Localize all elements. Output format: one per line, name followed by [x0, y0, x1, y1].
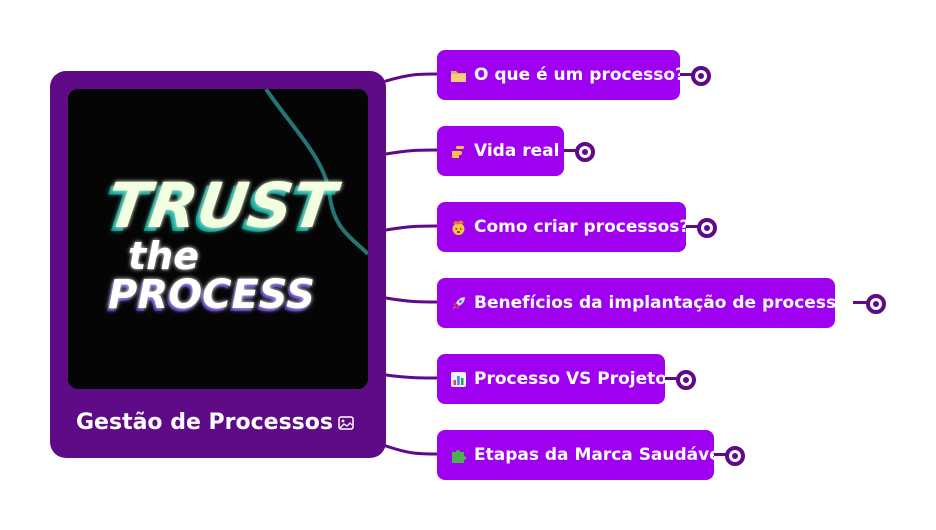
- collapse-toggle-1[interactable]: [691, 66, 711, 86]
- branch-real-life[interactable]: Vida real: [437, 126, 564, 176]
- bar-chart-icon: [451, 371, 466, 387]
- branch-label: Como criar processos?: [474, 217, 690, 237]
- image-icon[interactable]: [338, 416, 354, 430]
- image-text-the: the: [128, 234, 199, 278]
- rocket-icon: [452, 296, 465, 310]
- branch-label: Vida real: [474, 141, 560, 161]
- collapse-toggle-3[interactable]: [697, 218, 717, 238]
- image-text-trust: TRUST: [103, 169, 345, 242]
- branch-healthy-brand-steps[interactable]: Etapas da Marca Saudável: [437, 430, 727, 480]
- branch-stub: [686, 225, 698, 228]
- collapse-toggle-2[interactable]: [575, 142, 595, 162]
- connector-4: [384, 296, 440, 304]
- branch-stub: [665, 377, 677, 380]
- hand-icon: [452, 145, 464, 158]
- connector-6: [384, 444, 440, 456]
- branch-what-is-process[interactable]: O que é um processo?: [437, 50, 685, 100]
- branch-label: O que é um processo?: [474, 65, 685, 85]
- collapse-toggle-5[interactable]: [676, 370, 696, 390]
- mind-blown-icon: [452, 219, 465, 235]
- connector-2: [384, 148, 440, 156]
- branch-how-to-create[interactable]: Como criar processos?: [437, 202, 690, 252]
- connector-5: [384, 373, 440, 380]
- branch-process-vs-project[interactable]: Processo VS Projeto: [437, 354, 667, 404]
- root-topic-title: Gestão de Processos: [76, 410, 333, 435]
- image-text-process: PROCESS: [108, 272, 315, 318]
- svg-text:PROCESS: PROCESS: [106, 275, 313, 321]
- branch-stub: [853, 301, 869, 304]
- branch-benefits[interactable]: Benefícios da implantação de processos: [437, 278, 858, 328]
- branch-stub: [714, 453, 726, 456]
- connector-3: [384, 224, 440, 232]
- branch-label: Etapas da Marca Saudável: [474, 445, 727, 465]
- branch-label: Benefícios da implantação de processos: [474, 293, 858, 313]
- svg-text:TRUST: TRUST: [98, 173, 340, 246]
- branch-stub: [564, 149, 576, 152]
- collapse-toggle-4[interactable]: [866, 294, 886, 314]
- branch-label: Processo VS Projeto: [474, 369, 667, 389]
- collapse-toggle-6[interactable]: [725, 446, 745, 466]
- branch-stub: [680, 73, 694, 76]
- connector-1: [384, 72, 440, 83]
- folder-icon: [451, 70, 466, 82]
- root-topic-image: TRUST TRUST the PROCESS PROCESS: [68, 89, 368, 389]
- puzzle-icon: [452, 449, 466, 463]
